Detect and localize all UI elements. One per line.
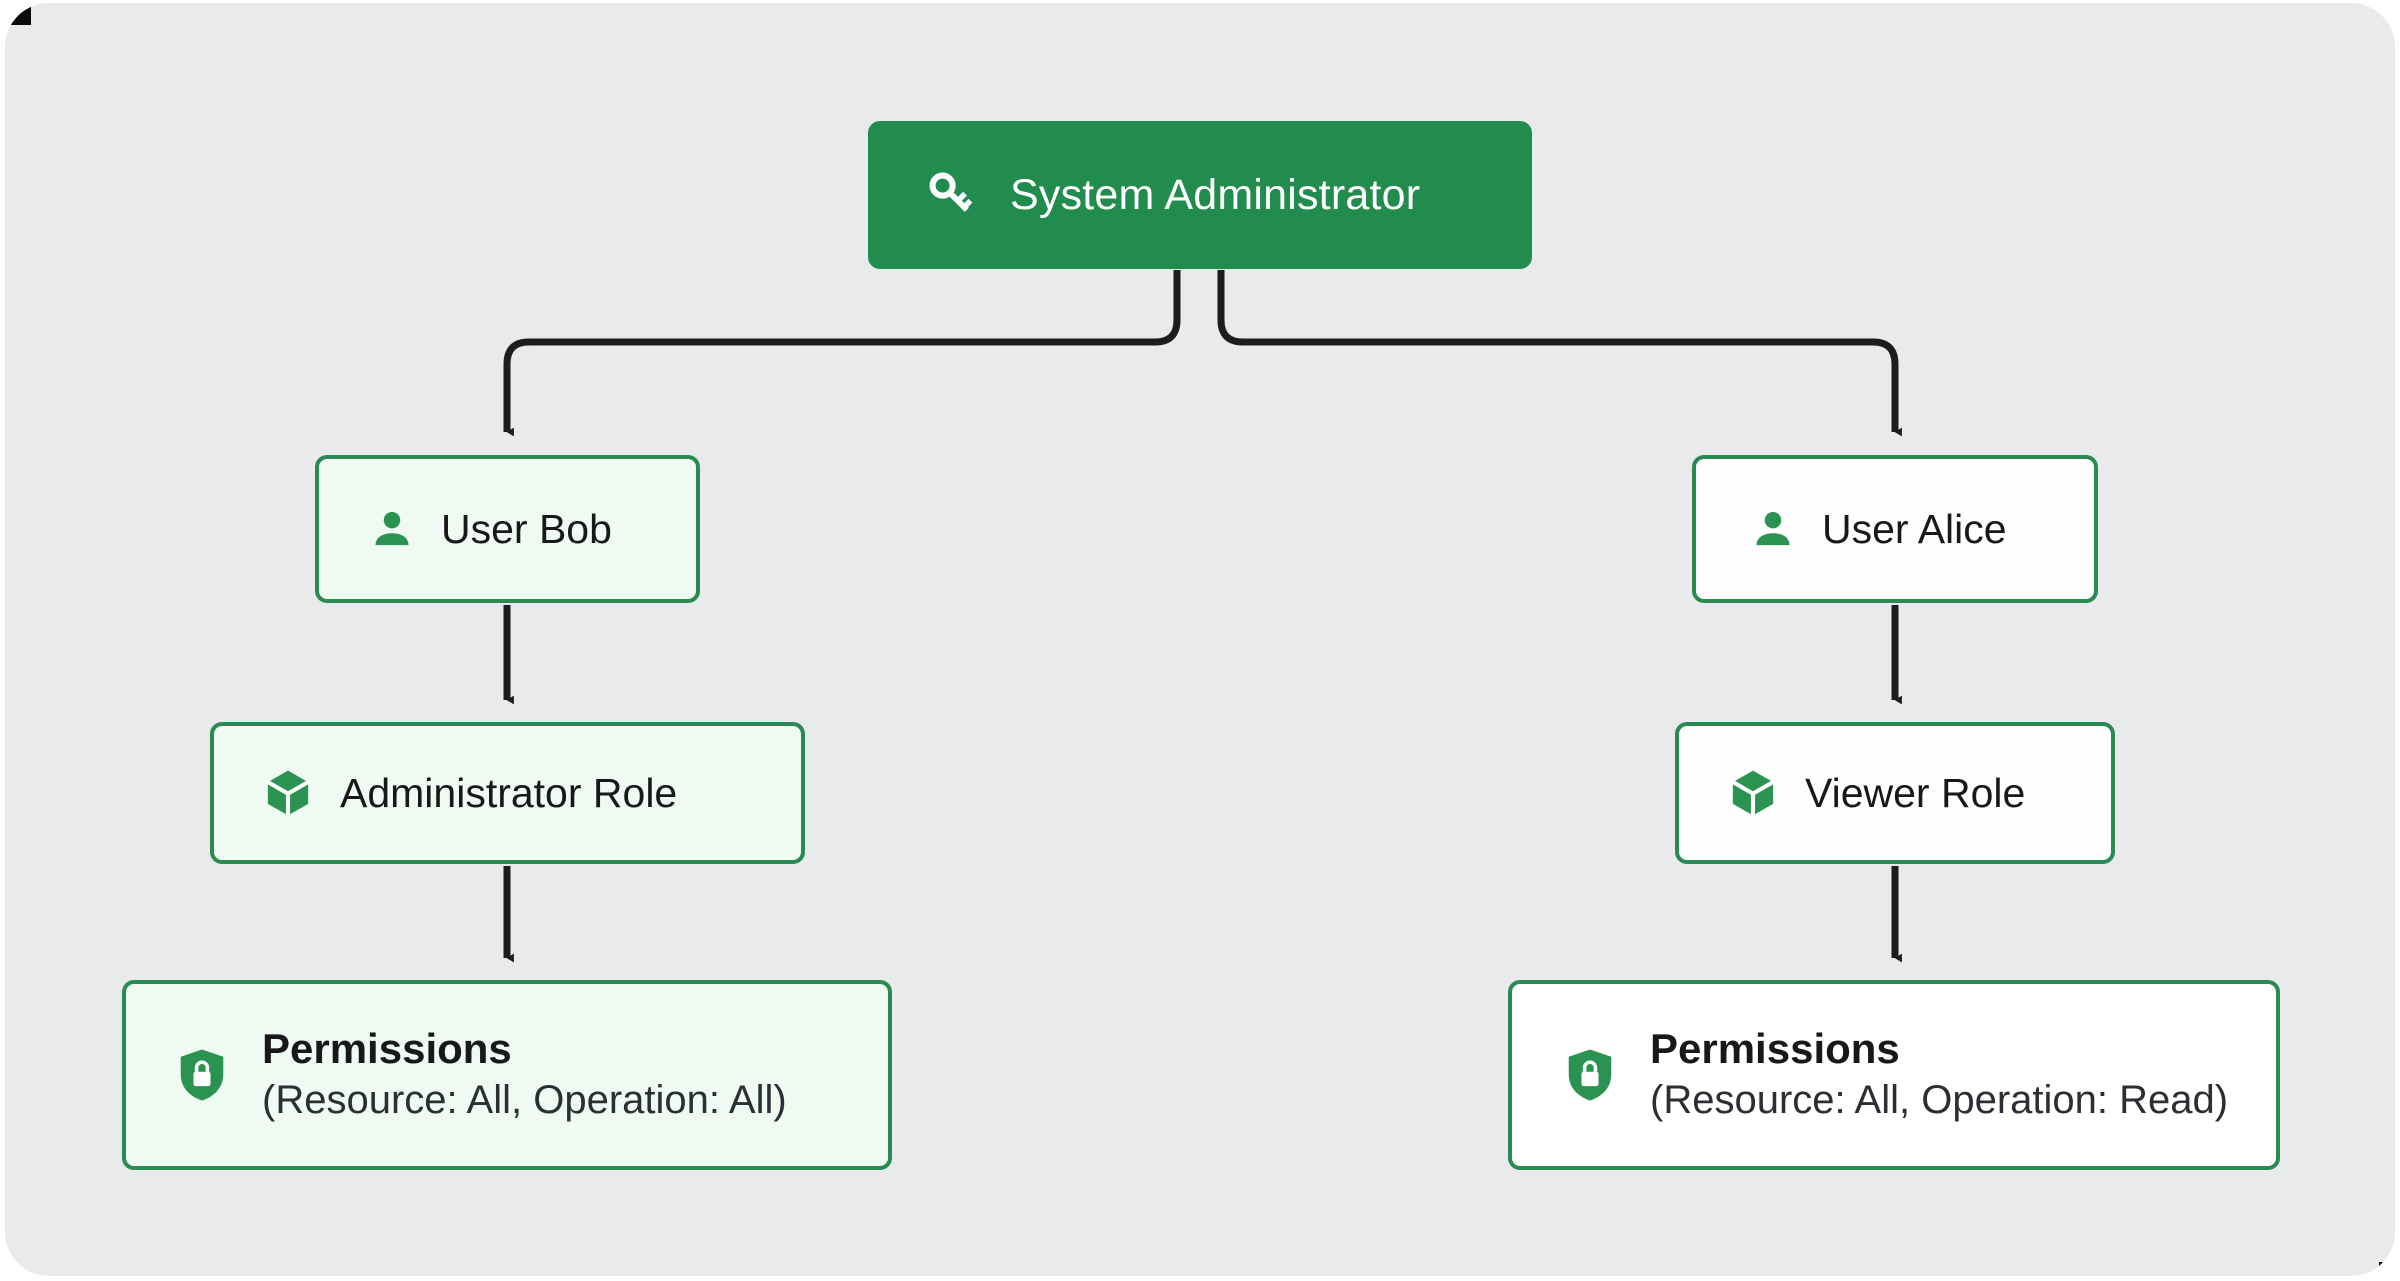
cube-icon [1727,767,1779,819]
edge-root-to-user-bob [503,270,1181,437]
shield-lock-icon [176,1046,228,1104]
node-title: Permissions [262,1025,512,1073]
node-label-group: Permissions (Resource: All, Operation: R… [1650,1025,2228,1125]
node-title: User Bob [441,505,612,552]
key-icon [924,167,980,223]
node-user-alice[interactable]: User Alice [1692,455,2098,603]
node-administrator-role[interactable]: Administrator Role [210,722,805,864]
node-title: Administrator Role [340,769,678,816]
canvas-corner-mark-top-left [5,3,31,25]
node-system-administrator[interactable]: System Administrator [868,121,1532,269]
user-icon [1750,506,1796,552]
node-detail: (Resource: All, Operation: Read) [1650,1078,2229,1123]
node-title: User Alice [1822,505,2007,552]
node-title: Viewer Role [1805,769,2026,816]
edge-root-to-user-alice [1217,270,1902,437]
node-detail: (Resource: All, Operation: All) [262,1078,787,1123]
node-title: System Administrator [1010,170,1421,219]
node-title: Permissions [1650,1025,1900,1073]
node-viewer-role[interactable]: Viewer Role [1675,722,2115,864]
canvas-corner-mark-bottom-right [2379,1262,2395,1276]
node-permissions-admin[interactable]: Permissions (Resource: All, Operation: A… [122,980,892,1170]
cube-icon [262,767,314,819]
node-user-bob[interactable]: User Bob [315,455,700,603]
node-label-group: Permissions (Resource: All, Operation: A… [262,1025,787,1125]
node-permissions-viewer[interactable]: Permissions (Resource: All, Operation: R… [1508,980,2280,1170]
shield-lock-icon [1564,1046,1616,1104]
user-icon [369,506,415,552]
